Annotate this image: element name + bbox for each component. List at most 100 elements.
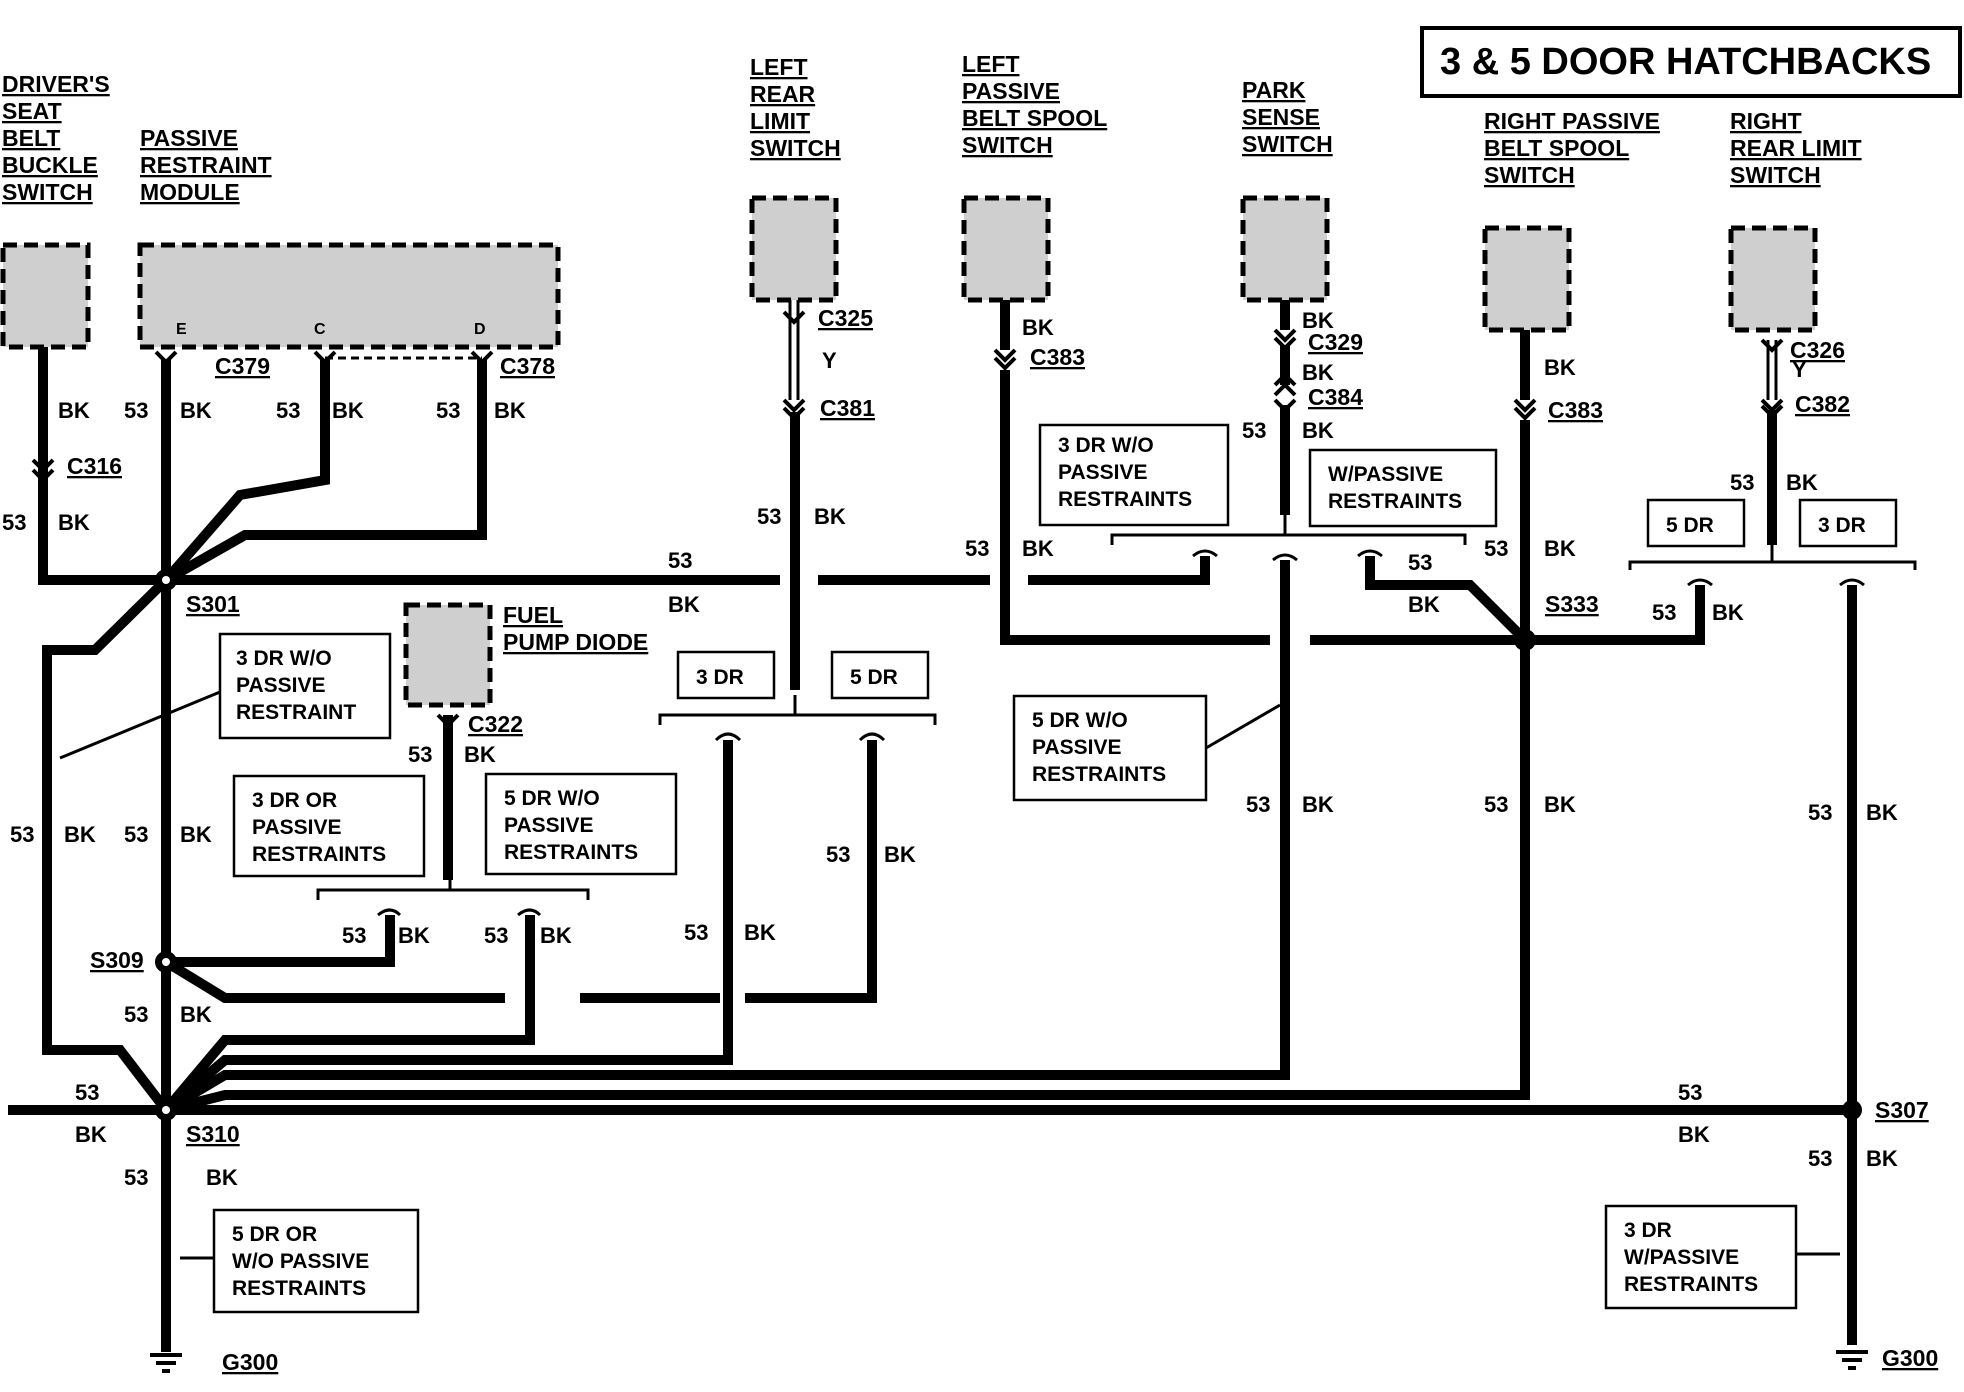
svg-text:C329: C329 — [1308, 329, 1363, 355]
svg-text:3 DR: 3 DR — [696, 666, 744, 689]
svg-text:RESTRAINTS: RESTRAINTS — [1328, 490, 1462, 513]
svg-text:BK: BK — [1022, 315, 1054, 340]
svg-text:BELT SPOOL: BELT SPOOL — [962, 105, 1107, 131]
svg-text:BK: BK — [398, 923, 430, 948]
svg-text:PASSIVE: PASSIVE — [236, 674, 325, 697]
svg-text:53: 53 — [75, 1080, 99, 1105]
svg-text:BK: BK — [180, 398, 212, 423]
splice-s333 — [1514, 629, 1536, 651]
svg-text:C384: C384 — [1308, 384, 1363, 410]
svg-text:BK: BK — [1022, 536, 1054, 561]
svg-text:C326: C326 — [1790, 337, 1845, 363]
svg-text:C322: C322 — [468, 711, 523, 737]
svg-text:RIGHT: RIGHT — [1730, 108, 1802, 134]
svg-text:53: 53 — [436, 398, 460, 423]
svg-text:3 DR W/O: 3 DR W/O — [236, 647, 332, 670]
svg-text:C378: C378 — [500, 353, 555, 379]
svg-text:PARK: PARK — [1242, 77, 1306, 103]
svg-text:BUCKLE: BUCKLE — [2, 152, 98, 178]
svg-text:BK: BK — [814, 504, 846, 529]
svg-text:RESTRAINT: RESTRAINT — [140, 152, 272, 178]
svg-text:RIGHT PASSIVE: RIGHT PASSIVE — [1484, 108, 1660, 134]
svg-text:REAR LIMIT: REAR LIMIT — [1730, 135, 1862, 161]
svg-text:BK: BK — [1544, 536, 1576, 561]
svg-text:W/PASSIVE: W/PASSIVE — [1624, 1246, 1739, 1269]
passive-restraint-module — [137, 242, 561, 350]
splices — [155, 569, 1862, 1121]
svg-text:LEFT: LEFT — [750, 54, 808, 80]
option-3dr-wo-passive-restraints: 3 DR W/O PASSIVE RESTRAINTS — [1038, 423, 1230, 527]
svg-text:BK: BK — [58, 398, 90, 423]
svg-text:S309: S309 — [90, 947, 144, 973]
svg-text:PASSIVE: PASSIVE — [504, 814, 593, 837]
svg-text:BK: BK — [1544, 355, 1576, 380]
svg-text:53: 53 — [965, 536, 989, 561]
svg-text:BK: BK — [1866, 1146, 1898, 1171]
svg-text:53: 53 — [668, 548, 692, 573]
svg-text:53: 53 — [1652, 600, 1676, 625]
svg-text:53: 53 — [1484, 536, 1508, 561]
svg-text:53: 53 — [124, 398, 148, 423]
svg-text:SWITCH: SWITCH — [1730, 162, 1821, 188]
svg-text:C: C — [314, 321, 326, 338]
svg-text:3 DR: 3 DR — [1624, 1219, 1672, 1242]
svg-text:5 DR W/O: 5 DR W/O — [1032, 709, 1128, 732]
option-5dr-wo-passive-restraints-a: 5 DR W/O PASSIVE RESTRAINTS — [484, 772, 678, 876]
svg-text:PUMP DIODE: PUMP DIODE — [503, 629, 648, 655]
svg-text:53: 53 — [1808, 800, 1832, 825]
svg-text:E: E — [176, 321, 187, 338]
svg-text:S310: S310 — [186, 1121, 240, 1147]
svg-text:C381: C381 — [820, 395, 875, 421]
svg-text:C325: C325 — [818, 305, 873, 331]
svg-text:53: 53 — [757, 504, 781, 529]
svg-text:RESTRAINTS: RESTRAINTS — [1032, 763, 1166, 786]
svg-text:BK: BK — [464, 742, 496, 767]
svg-text:PASSIVE: PASSIVE — [962, 78, 1060, 104]
right-passive-belt-spool-switch — [1482, 225, 1572, 333]
svg-text:MODULE: MODULE — [140, 179, 240, 205]
svg-text:PASSIVE: PASSIVE — [1032, 736, 1121, 759]
svg-text:53: 53 — [124, 1165, 148, 1190]
drivers-seat-belt-buckle-switch — [0, 242, 91, 350]
svg-text:BK: BK — [540, 923, 572, 948]
svg-text:PASSIVE: PASSIVE — [252, 816, 341, 839]
svg-text:BELT SPOOL: BELT SPOOL — [1484, 135, 1629, 161]
option-3dr-wo-passive-restraint: 3 DR W/O PASSIVE RESTRAINT — [59, 632, 392, 760]
ground-right — [1836, 1350, 1868, 1370]
diagram-title: 3 & 5 DOOR HATCHBACKS — [1440, 41, 1931, 83]
svg-text:SWITCH: SWITCH — [1242, 131, 1333, 157]
option-3dr-w-passive-restraints: 3 DR W/PASSIVE RESTRAINTS — [1604, 1204, 1840, 1310]
svg-text:DRIVER'S: DRIVER'S — [2, 71, 110, 97]
svg-text:5 DR W/O: 5 DR W/O — [504, 787, 600, 810]
svg-text:53: 53 — [484, 923, 508, 948]
svg-text:53: 53 — [2, 510, 26, 535]
right-rear-limit-switch — [1728, 225, 1818, 333]
wires — [8, 300, 1857, 1352]
option-5dr-left: 5 DR — [830, 650, 930, 700]
svg-text:53: 53 — [1808, 1146, 1832, 1171]
label-right-passive-belt-spool-switch: RIGHT PASSIVE BELT SPOOL SWITCH — [1484, 108, 1660, 188]
ground-left — [150, 1353, 182, 1373]
svg-text:3 DR OR: 3 DR OR — [252, 789, 337, 812]
svg-text:53: 53 — [826, 842, 850, 867]
label-left-passive-belt-spool-switch: LEFT PASSIVE BELT SPOOL SWITCH — [962, 51, 1107, 158]
svg-text:RESTRAINTS: RESTRAINTS — [1624, 1273, 1758, 1296]
splice-s307 — [1842, 1100, 1862, 1120]
svg-text:C383: C383 — [1548, 397, 1603, 423]
svg-text:REAR: REAR — [750, 81, 816, 107]
svg-text:SWITCH: SWITCH — [962, 132, 1053, 158]
svg-text:RESTRAINT: RESTRAINT — [236, 701, 356, 724]
svg-text:BK: BK — [180, 822, 212, 847]
svg-text:BK: BK — [64, 822, 96, 847]
connector-labels: C379 C378 C316 C325 C381 C383 C329 C384 … — [67, 305, 1850, 737]
option-3dr-right: 3 DR — [1798, 498, 1898, 548]
svg-text:53: 53 — [342, 923, 366, 948]
svg-text:53: 53 — [1246, 792, 1270, 817]
svg-text:PASSIVE: PASSIVE — [140, 125, 238, 151]
svg-text:LIMIT: LIMIT — [750, 108, 810, 134]
svg-text:53: 53 — [1678, 1080, 1702, 1105]
svg-text:Y: Y — [822, 348, 837, 373]
svg-text:S333: S333 — [1545, 591, 1599, 617]
left-rear-limit-switch — [749, 195, 839, 303]
